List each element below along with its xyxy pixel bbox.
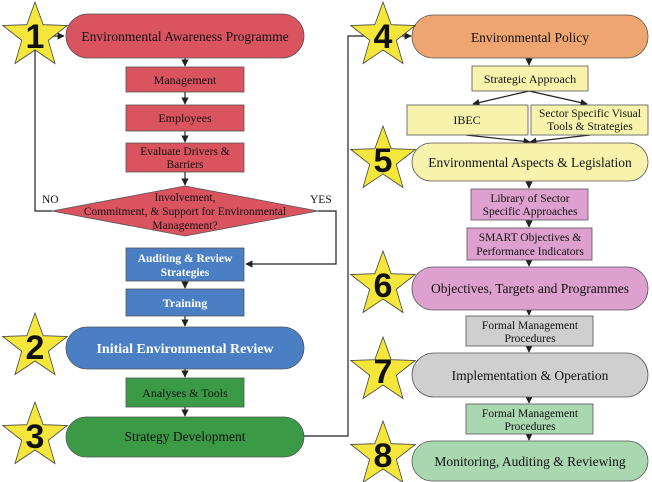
node-decision-label-2: Commitment, & Support for Environmental bbox=[84, 206, 286, 218]
node-smart-label-1: SMART Objectives & bbox=[479, 232, 582, 244]
node-initial-review bbox=[65, 326, 305, 370]
label-no: NO bbox=[42, 194, 59, 206]
arrow-yes bbox=[245, 210, 337, 268]
arrow-sector-aspects bbox=[529, 134, 591, 145]
node-employees bbox=[125, 104, 245, 132]
star-7-icon bbox=[349, 335, 417, 400]
node-library-label-2: Specific Approaches bbox=[483, 206, 578, 218]
arrow-strategic-sector bbox=[528, 90, 588, 107]
node-decision-label-3: Management? bbox=[152, 220, 217, 232]
arrow-no-loop bbox=[34, 32, 65, 212]
node-library-label-1: Library of Sector bbox=[490, 193, 569, 205]
node-awareness bbox=[65, 13, 305, 59]
node-auditing-label-2: Strategies bbox=[161, 267, 210, 279]
step-stars: 1 2 3 4 5 6 7 8 bbox=[1, 0, 417, 482]
node-objectives-label: Objectives, Targets and Programmes bbox=[431, 281, 629, 296]
node-auditing-label-1: Auditing & Review bbox=[138, 253, 233, 265]
right-column: Environmental Policy Strategic Approach … bbox=[406, 14, 649, 482]
connectors bbox=[34, 32, 591, 441]
node-objectives bbox=[411, 266, 649, 311]
star-5-icon bbox=[349, 124, 417, 189]
node-management bbox=[125, 66, 245, 93]
node-formal1-label-1: Formal Management bbox=[482, 320, 579, 332]
star-2-number: 2 bbox=[26, 329, 45, 367]
node-strategy bbox=[65, 416, 305, 458]
node-decision bbox=[51, 185, 319, 237]
node-strategy-label: Strategy Development bbox=[124, 429, 245, 444]
node-auditing bbox=[125, 247, 245, 282]
star-5-number: 5 bbox=[374, 142, 393, 180]
node-employees-label: Employees bbox=[158, 111, 212, 125]
node-ibec bbox=[406, 104, 529, 136]
star-3-icon bbox=[1, 400, 69, 465]
node-sector-label-2: Tools & Strategies bbox=[547, 121, 633, 133]
node-formal1-label-2: Procedures bbox=[504, 333, 556, 345]
node-awareness-label: Environmental Awareness Programme bbox=[81, 29, 288, 44]
node-analyses-label: Analyses & Tools bbox=[142, 386, 228, 400]
node-drivers-label-1: Evaluate Drivers & bbox=[140, 146, 229, 158]
star-4-icon bbox=[349, 0, 417, 65]
node-formal2-label-1: Formal Management bbox=[482, 408, 579, 420]
arrow-ibec-aspects bbox=[465, 134, 531, 145]
node-formal1 bbox=[465, 315, 594, 347]
node-formal2-label-2: Procedures bbox=[504, 421, 556, 433]
star-3-number: 3 bbox=[26, 418, 45, 456]
star-8-number: 8 bbox=[374, 437, 393, 475]
node-smart-label-2: Performance Indicators bbox=[476, 246, 584, 258]
star-2-icon bbox=[1, 311, 69, 376]
node-smart bbox=[466, 227, 593, 261]
star-1-number: 1 bbox=[26, 18, 45, 56]
node-training-label: Training bbox=[163, 296, 207, 310]
node-drivers-label-2: Barriers bbox=[166, 159, 204, 171]
node-management-label: Management bbox=[154, 73, 217, 87]
node-sector bbox=[530, 104, 649, 136]
node-decision-label-1: Involvement, bbox=[155, 192, 216, 204]
star-6-number: 6 bbox=[374, 267, 393, 305]
node-policy-label: Environmental Policy bbox=[471, 30, 589, 45]
left-column: Environmental Awareness Programme Manage… bbox=[42, 13, 332, 458]
node-aspects-label: Environmental Aspects & Legislation bbox=[428, 155, 632, 170]
node-strategic bbox=[471, 65, 589, 92]
node-implementation bbox=[411, 352, 649, 398]
star-7-number: 7 bbox=[374, 353, 393, 391]
star-8-icon bbox=[349, 419, 417, 482]
star-1-icon bbox=[1, 0, 69, 65]
node-sector-label-1: Sector Specific Visual bbox=[539, 108, 641, 120]
node-drivers bbox=[125, 142, 245, 173]
node-analyses bbox=[125, 377, 245, 408]
node-implementation-label: Implementation & Operation bbox=[452, 368, 609, 383]
node-training bbox=[125, 288, 245, 317]
star-4-number: 4 bbox=[374, 18, 393, 56]
node-initial-review-label: Initial Environmental Review bbox=[96, 342, 274, 357]
node-policy bbox=[411, 14, 649, 59]
label-yes: YES bbox=[310, 194, 332, 206]
node-formal2 bbox=[465, 403, 594, 435]
arrow-strategic-ibec bbox=[472, 90, 530, 107]
node-strategic-label: Strategic Approach bbox=[484, 72, 576, 86]
node-monitoring-label: Monitoring, Auditing & Reviewing bbox=[434, 454, 625, 469]
star-6-icon bbox=[349, 249, 417, 314]
node-library bbox=[470, 188, 589, 221]
node-ibec-label: IBEC bbox=[453, 113, 480, 127]
node-aspects bbox=[411, 142, 649, 182]
node-monitoring bbox=[411, 440, 649, 482]
